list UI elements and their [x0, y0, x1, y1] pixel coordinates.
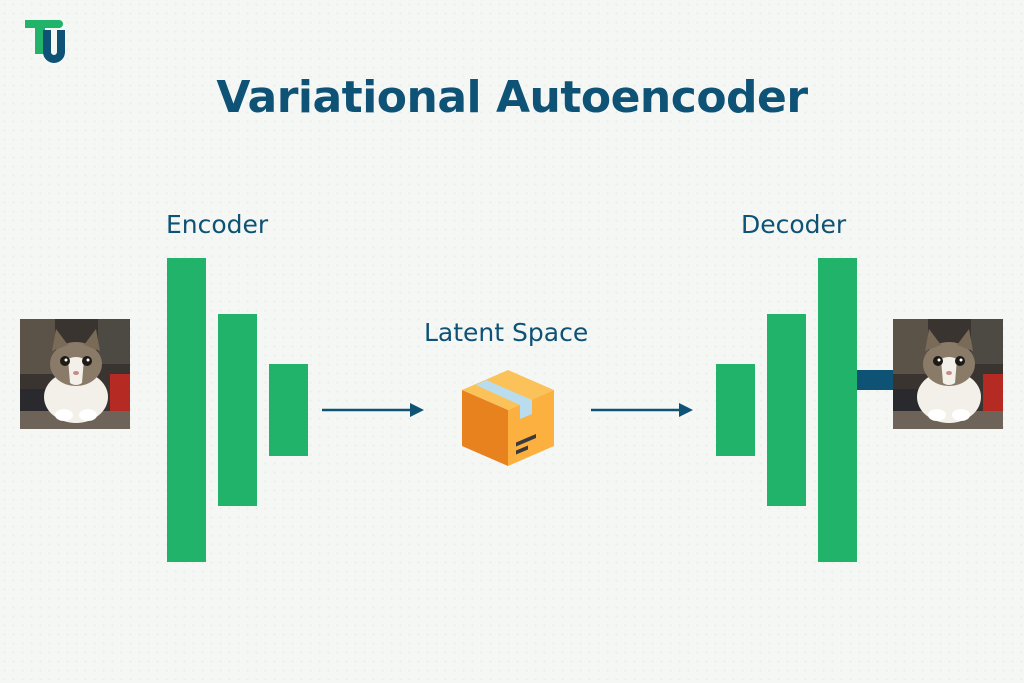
encoder-layer-2	[218, 314, 257, 506]
arrow-latent-to-decoder	[591, 403, 693, 417]
latent-space-label: Latent Space	[424, 318, 589, 347]
decoder-layer-2	[767, 314, 806, 506]
decoder-label: Decoder	[741, 210, 847, 239]
encoder-label: Encoder	[166, 210, 269, 239]
encoder-layer-1	[167, 258, 206, 562]
arrow-encoder-to-latent	[322, 403, 424, 417]
decoder-layer-1	[716, 364, 755, 456]
input-cat-image	[20, 319, 130, 429]
output-cat-image	[893, 319, 1003, 429]
diagram-title: Variational Autoencoder	[216, 72, 808, 123]
package-box-icon	[462, 370, 554, 466]
encoder-layer-3	[269, 364, 308, 456]
decoder-output-connector	[857, 370, 893, 390]
brand-logo	[25, 20, 65, 63]
decoder-layer-3	[818, 258, 857, 562]
